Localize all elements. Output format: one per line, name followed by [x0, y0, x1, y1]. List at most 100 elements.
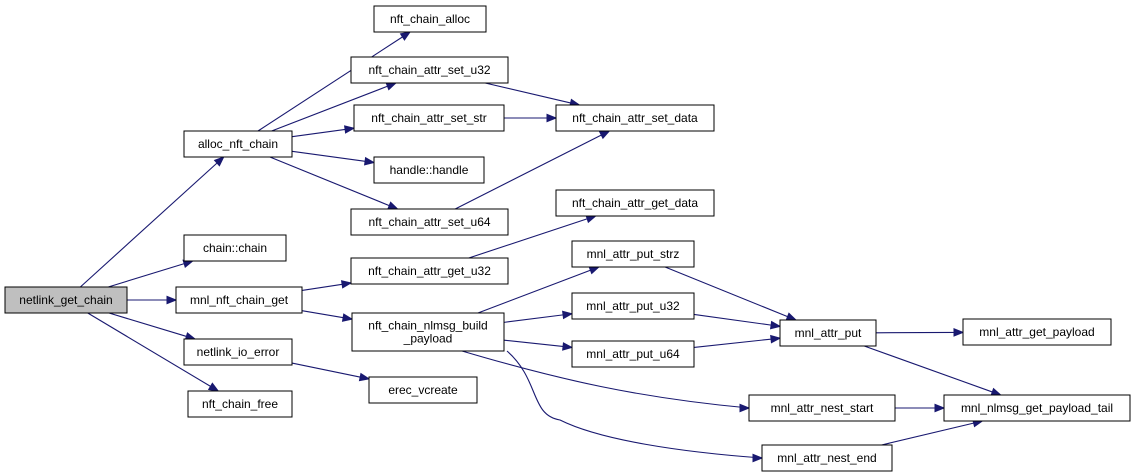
edge-mnl_attr_put-to-mnl_nlmsg_get_payload_tail: [864, 345, 1003, 396]
arrowhead-icon: [399, 31, 412, 41]
node-label: nft_chain_attr_set_u64: [368, 215, 490, 229]
edge-line: [454, 134, 603, 210]
arrowhead-icon: [546, 113, 558, 123]
node-nft-chain-attr-set-str[interactable]: nft_chain_attr_set_str: [353, 104, 505, 132]
node-label: nft_chain_attr_set_data: [572, 111, 698, 125]
edge-line: [108, 262, 186, 288]
node-label: nft_chain_alloc: [390, 12, 470, 26]
edge-nft_chain_nlmsg_build_payload-to-mnl_attr_put_u32: [503, 310, 574, 323]
edge-alloc_nft_chain-to-handle_handle: [291, 150, 376, 166]
arrowhead-icon: [562, 310, 574, 320]
node-box: [350, 257, 509, 285]
edge-netlink_io_error-to-erec_vcreate: [291, 362, 371, 382]
node-erec-vcreate[interactable]: erec_vcreate: [368, 376, 478, 404]
arrowhead-icon: [385, 82, 398, 91]
edge-nft_chain_attr_set_str-to-nft_chain_attr_set_data: [504, 113, 558, 123]
node-box: [779, 319, 877, 347]
node-box: [187, 390, 293, 418]
node-handle-handle[interactable]: handle::handle: [373, 156, 485, 184]
edge-line: [864, 345, 994, 393]
node-nft-chain-attr-set-u32[interactable]: nft_chain_attr_set_u32: [350, 56, 509, 84]
node-mnl-nft-chain-get[interactable]: mnl_nft_chain_get: [175, 286, 303, 314]
node-label: _payload: [403, 332, 453, 346]
node-box: [373, 5, 487, 33]
node-label: mnl_attr_get_payload: [979, 325, 1094, 339]
node-mnl-attr-put-strz[interactable]: mnl_attr_put_strz: [571, 240, 695, 268]
node-label: mnl_attr_nest_end: [777, 451, 876, 465]
node-chain-chain[interactable]: chain::chain: [183, 234, 287, 262]
edge-line: [257, 35, 404, 132]
edge-netlink_get_chain-to-mnl_nft_chain_get: [127, 295, 178, 305]
node-label: mnl_nft_chain_get: [190, 293, 289, 307]
node-label: netlink_io_error: [197, 345, 280, 359]
node-box: [555, 104, 715, 132]
node-mnl-attr-put-u32[interactable]: mnl_attr_put_u32: [571, 292, 695, 320]
edge-nft_chain_nlmsg_build_payload-to-mnl_attr_nest_end: [506, 350, 764, 463]
node-mnl-attr-get-payload[interactable]: mnl_attr_get_payload: [962, 318, 1112, 346]
node-box: [373, 156, 485, 184]
node-box: [353, 104, 505, 132]
edge-line: [664, 266, 789, 318]
edge-netlink_get_chain-to-nft_chain_free: [87, 312, 220, 392]
edge-line: [503, 314, 565, 323]
edge-line: [506, 350, 763, 459]
node-nft-chain-alloc[interactable]: nft_chain_alloc: [373, 5, 487, 33]
node-nft-chain-nlmsg-build-payload[interactable]: nft_chain_nlmsg_build_payload: [351, 312, 505, 352]
arrowhead-icon: [341, 313, 354, 322]
arrowhead-icon: [752, 453, 764, 463]
node-box: [368, 376, 478, 404]
node-mnl-nlmsg-get-payload-tail[interactable]: mnl_nlmsg_get_payload_tail: [943, 394, 1131, 422]
edge-nft_chain_nlmsg_build_payload-to-mnl_attr_put_strz: [477, 266, 601, 314]
node-box: [4, 286, 128, 314]
edge-nft_chain_nlmsg_build_payload-to-mnl_attr_put_u64: [503, 339, 574, 351]
edge-mnl_attr_nest_start-to-mnl_nlmsg_get_payload_tail: [895, 403, 946, 413]
node-label: mnl_attr_nest_start: [771, 401, 874, 415]
edge-alloc_nft_chain-to-nft_chain_alloc: [257, 31, 412, 132]
node-mnl-attr-put-u64[interactable]: mnl_attr_put_u64: [571, 340, 695, 368]
node-netlink-io-error[interactable]: netlink_io_error: [183, 338, 293, 366]
arrowhead-icon: [213, 156, 225, 167]
edge-line: [693, 313, 773, 326]
node-label: mnl_attr_put: [795, 326, 862, 340]
node-nft-chain-attr-set-u64[interactable]: nft_chain_attr_set_u64: [350, 208, 509, 236]
node-box: [183, 338, 293, 366]
edge-line: [468, 217, 589, 259]
node-netlink-get-chain[interactable]: netlink_get_chain: [4, 286, 128, 314]
edge-mnl_nft_chain_get-to-nft_chain_nlmsg_build_payload: [301, 310, 354, 322]
node-box: [943, 394, 1131, 422]
node-label: netlink_get_chain: [19, 293, 112, 307]
arrowhead-icon: [364, 156, 376, 166]
edge-line: [271, 85, 389, 132]
edge-line: [503, 339, 565, 348]
arrowhead-icon: [562, 342, 574, 351]
node-nft-chain-free[interactable]: nft_chain_free: [187, 390, 293, 418]
edge-mnl_attr_put-to-mnl_attr_get_payload: [875, 328, 965, 337]
edge-mnl_nft_chain_get-to-nft_chain_attr_get_u32: [301, 280, 353, 291]
node-nft-chain-attr-get-u32[interactable]: nft_chain_attr_get_u32: [350, 257, 509, 285]
arrowhead-icon: [739, 403, 751, 413]
node-mnl-attr-nest-end[interactable]: mnl_attr_nest_end: [761, 444, 893, 472]
edge-line: [693, 338, 773, 348]
edge-line: [108, 312, 188, 338]
arrowhead-icon: [207, 382, 220, 392]
arrowhead-icon: [934, 403, 946, 413]
call-edges: [79, 31, 1003, 463]
edge-line: [881, 422, 975, 446]
arrowhead-icon: [953, 328, 965, 337]
arrowhead-icon: [770, 334, 782, 344]
node-nft-chain-attr-get-data[interactable]: nft_chain_attr_get_data: [555, 189, 715, 217]
node-label: erec_vcreate: [388, 383, 458, 397]
node-mnl-attr-nest-start[interactable]: mnl_attr_nest_start: [748, 394, 896, 422]
arrowhead-icon: [358, 372, 371, 382]
arrowhead-icon: [166, 295, 178, 305]
node-alloc-nft-chain[interactable]: alloc_nft_chain: [183, 130, 293, 158]
node-box: [555, 189, 715, 217]
node-nft-chain-attr-set-data[interactable]: nft_chain_attr_set_data: [555, 104, 715, 132]
arrowhead-icon: [769, 320, 782, 330]
node-label: nft_chain_attr_get_u32: [368, 264, 491, 278]
node-label: mnl_attr_put_u64: [586, 347, 680, 361]
node-mnl-attr-put[interactable]: mnl_attr_put: [779, 319, 877, 347]
node-box: [350, 56, 509, 84]
arrowhead-icon: [340, 280, 353, 289]
edge-alloc_nft_chain-to-nft_chain_attr_set_str: [291, 125, 356, 138]
